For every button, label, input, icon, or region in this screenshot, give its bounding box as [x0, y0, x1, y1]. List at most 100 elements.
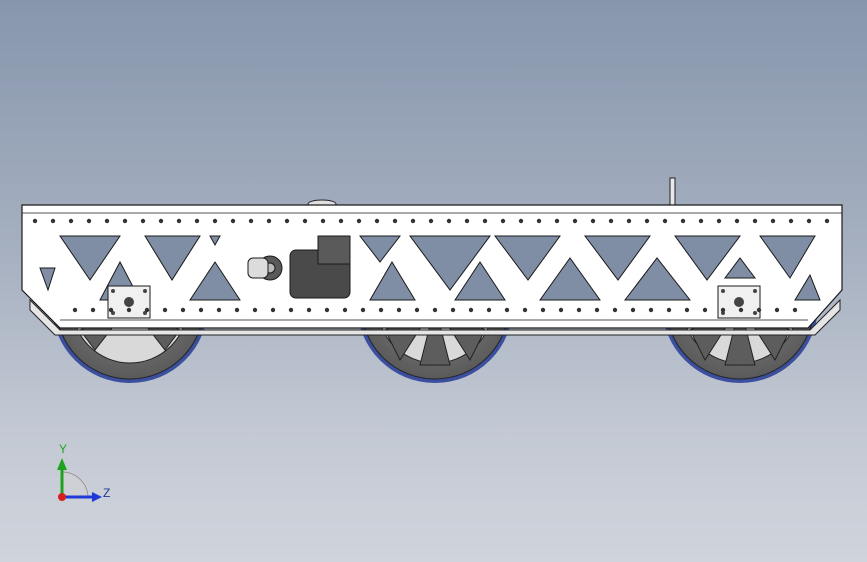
bolt-hole — [792, 307, 798, 313]
axis-triad[interactable] — [57, 458, 102, 502]
bolt-hole — [230, 218, 236, 224]
bolt-hole — [734, 218, 740, 224]
bolt-hole — [486, 307, 492, 313]
bolt-hole — [176, 218, 182, 224]
bolt-hole — [612, 307, 618, 313]
bolt-hole — [522, 307, 528, 313]
bolt-hole — [756, 307, 762, 313]
bolt-hole — [626, 218, 632, 224]
motor-mount-left — [107, 285, 151, 319]
bolt-hole — [608, 218, 614, 224]
bolt-hole — [252, 307, 258, 313]
bolt-hole — [450, 307, 456, 313]
bolt-hole — [504, 307, 510, 313]
bolt-hole — [126, 307, 132, 313]
antenna-post — [669, 177, 676, 207]
bolt-hole — [360, 307, 366, 313]
bolt-hole — [356, 218, 362, 224]
bolt-hole — [500, 218, 506, 224]
bolt-hole — [158, 218, 164, 224]
bolt-hole — [194, 218, 200, 224]
bolt-hole — [108, 307, 114, 313]
bolt-hole — [464, 218, 470, 224]
bolt-hole — [378, 307, 384, 313]
z-axis-label: Z — [103, 486, 111, 500]
bolt-hole — [288, 307, 294, 313]
bolt-hole — [302, 218, 308, 224]
bolt-hole — [144, 307, 150, 313]
bolt-hole — [324, 307, 330, 313]
bolt-hole — [180, 307, 186, 313]
bolt-hole — [666, 307, 672, 313]
bolt-hole — [162, 307, 168, 313]
bolt-hole — [680, 218, 686, 224]
bolt-hole — [284, 218, 290, 224]
bolt-hole — [738, 307, 744, 313]
bolt-hole — [338, 218, 344, 224]
bolt-hole — [234, 307, 240, 313]
bolt-hole — [482, 218, 488, 224]
bolt-hole — [90, 307, 96, 313]
bolt-hole — [446, 218, 452, 224]
bolt-hole — [594, 307, 600, 313]
bolt-hole — [644, 218, 650, 224]
bolt-hole — [824, 218, 830, 224]
z-axis-arrow — [92, 492, 102, 502]
bolt-holes-top — [32, 218, 830, 224]
bolt-hole — [536, 218, 542, 224]
bolt-hole — [554, 218, 560, 224]
y-axis-label: Y — [59, 442, 68, 456]
bolt-hole — [104, 218, 110, 224]
bolt-hole — [68, 218, 74, 224]
bolt-hole — [720, 307, 726, 313]
bolt-hole — [32, 218, 38, 224]
bolt-hole — [788, 218, 794, 224]
bolt-hole — [572, 218, 578, 224]
bolt-hole — [306, 307, 312, 313]
bolt-hole — [590, 218, 596, 224]
bolt-hole — [428, 218, 434, 224]
x-axis-point — [58, 493, 66, 501]
bolt-hole — [122, 218, 128, 224]
bolt-hole — [576, 307, 582, 313]
triad-plane — [61, 471, 89, 498]
bottom-plate — [29, 298, 841, 336]
bolt-hole — [50, 218, 56, 224]
bolt-hole — [374, 218, 380, 224]
bolt-hole — [752, 218, 758, 224]
bolt-hole — [396, 307, 402, 313]
bolt-hole — [392, 218, 398, 224]
y-axis-arrow — [57, 458, 67, 470]
bolt-hole — [630, 307, 636, 313]
bolt-hole — [414, 307, 420, 313]
bolt-hole — [518, 218, 524, 224]
bolt-hole — [212, 218, 218, 224]
bolt-hole — [702, 307, 708, 313]
bolt-hole — [648, 307, 654, 313]
bolt-hole — [410, 218, 416, 224]
motor-mount-right — [717, 285, 761, 319]
bolt-hole — [698, 218, 704, 224]
bolt-hole — [558, 307, 564, 313]
bolt-hole — [198, 307, 204, 313]
bolt-hole — [248, 218, 254, 224]
bolt-hole — [216, 307, 222, 313]
bolt-hole — [72, 307, 78, 313]
chassis-frame — [21, 204, 843, 329]
bolt-hole — [806, 218, 812, 224]
bolt-hole — [270, 307, 276, 313]
bolt-hole — [716, 218, 722, 224]
bolt-hole — [140, 218, 146, 224]
bolt-hole — [266, 218, 272, 224]
bolt-hole — [662, 218, 668, 224]
bolt-hole — [540, 307, 546, 313]
bolt-hole — [342, 307, 348, 313]
bolt-hole — [770, 218, 776, 224]
bolt-hole — [86, 218, 92, 224]
bolt-holes-bottom — [72, 307, 798, 313]
bolt-hole — [320, 218, 326, 224]
bolt-hole — [774, 307, 780, 313]
bolt-hole — [432, 307, 438, 313]
